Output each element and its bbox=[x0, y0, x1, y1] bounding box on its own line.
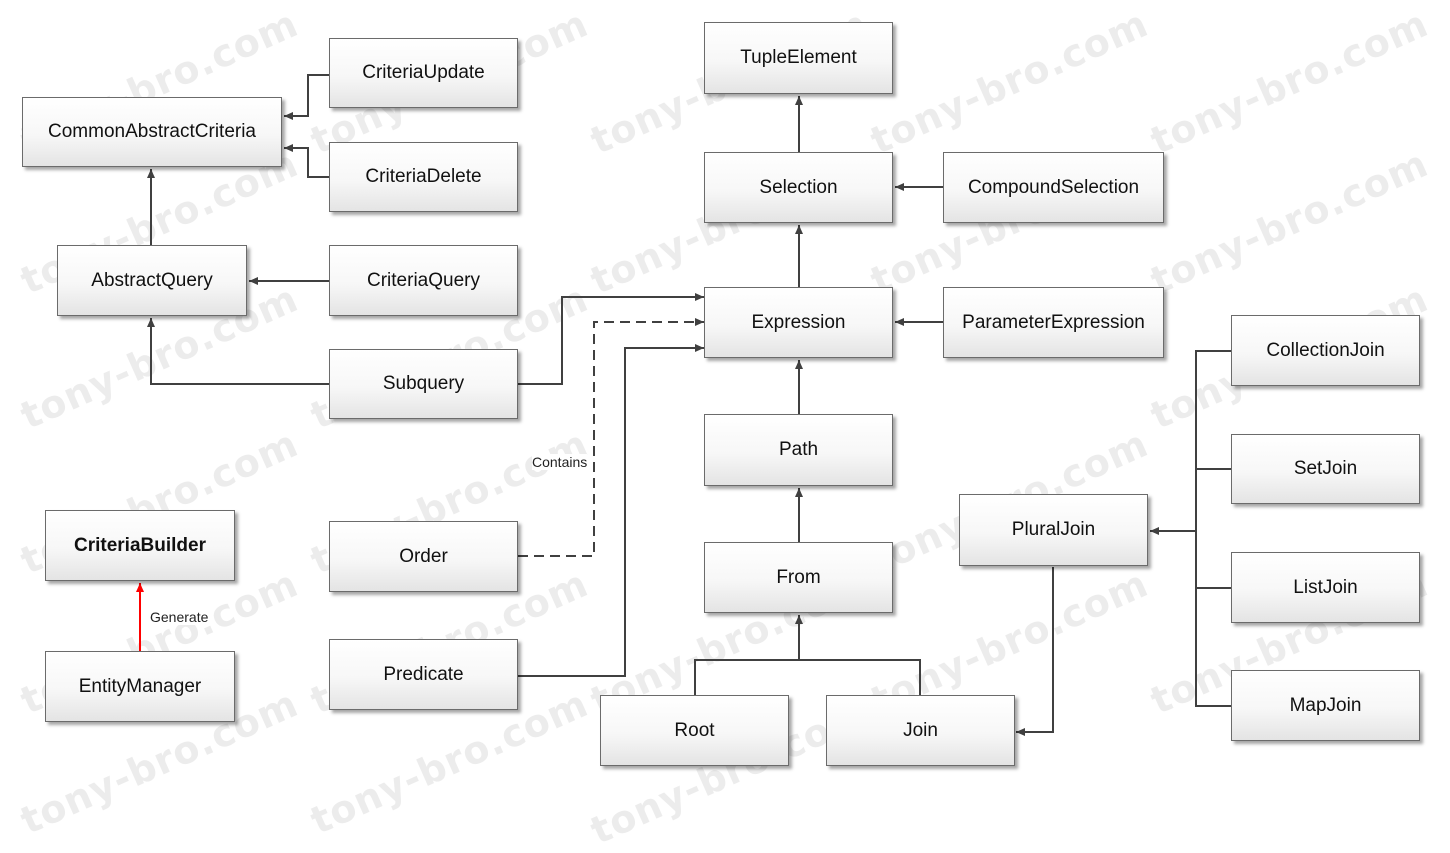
node-predicate: Predicate bbox=[329, 639, 518, 710]
node-set-join: SetJoin bbox=[1231, 434, 1420, 504]
node-root: Root bbox=[600, 695, 789, 766]
edge-pluraljoin-to-join bbox=[1016, 567, 1054, 736]
edge-subquery-to-abstractquery bbox=[147, 318, 329, 385]
node-tuple-element: TupleElement bbox=[704, 22, 893, 94]
node-join: Join bbox=[826, 695, 1015, 766]
node-compound-selection: CompoundSelection bbox=[943, 152, 1164, 223]
node-path: Path bbox=[704, 414, 893, 486]
edge-collectionjoin-to-pluraljoin bbox=[1195, 350, 1231, 707]
node-parameter-expression: ParameterExpression bbox=[943, 287, 1164, 358]
node-entity-manager: EntityManager bbox=[45, 651, 235, 722]
node-criteria-query: CriteriaQuery bbox=[329, 245, 518, 316]
node-plural-join: PluralJoin bbox=[959, 494, 1148, 566]
node-list-join: ListJoin bbox=[1231, 552, 1420, 623]
node-criteria-update: CriteriaUpdate bbox=[329, 38, 518, 108]
node-common-abstract-criteria: CommonAbstractCriteria bbox=[22, 97, 282, 167]
node-abstract-query: AbstractQuery bbox=[57, 245, 247, 316]
edge-root-to-from bbox=[694, 659, 921, 695]
edges-layer bbox=[136, 74, 1231, 736]
node-expression: Expression bbox=[704, 287, 893, 358]
edge-label-contains: Contains bbox=[532, 454, 588, 470]
node-collection-join: CollectionJoin bbox=[1231, 315, 1420, 386]
edge-label-generate: Generate bbox=[150, 609, 209, 625]
node-criteria-delete: CriteriaDelete bbox=[329, 142, 518, 212]
node-map-join: MapJoin bbox=[1231, 670, 1420, 741]
edge-predicate-to-expression bbox=[518, 344, 704, 677]
edge-criteriaupdate-to-commonabstractcriteria bbox=[284, 74, 329, 120]
node-subquery: Subquery bbox=[329, 349, 518, 419]
node-criteria-builder: CriteriaBuilder bbox=[45, 510, 235, 581]
node-selection: Selection bbox=[704, 152, 893, 223]
edge-subquery-to-expression bbox=[518, 293, 704, 385]
edge-criteriadelete-to-commonabstractcriteria bbox=[284, 144, 329, 178]
edge-order-contains-expression bbox=[518, 318, 704, 557]
node-order: Order bbox=[329, 521, 518, 592]
node-from: From bbox=[704, 542, 893, 613]
